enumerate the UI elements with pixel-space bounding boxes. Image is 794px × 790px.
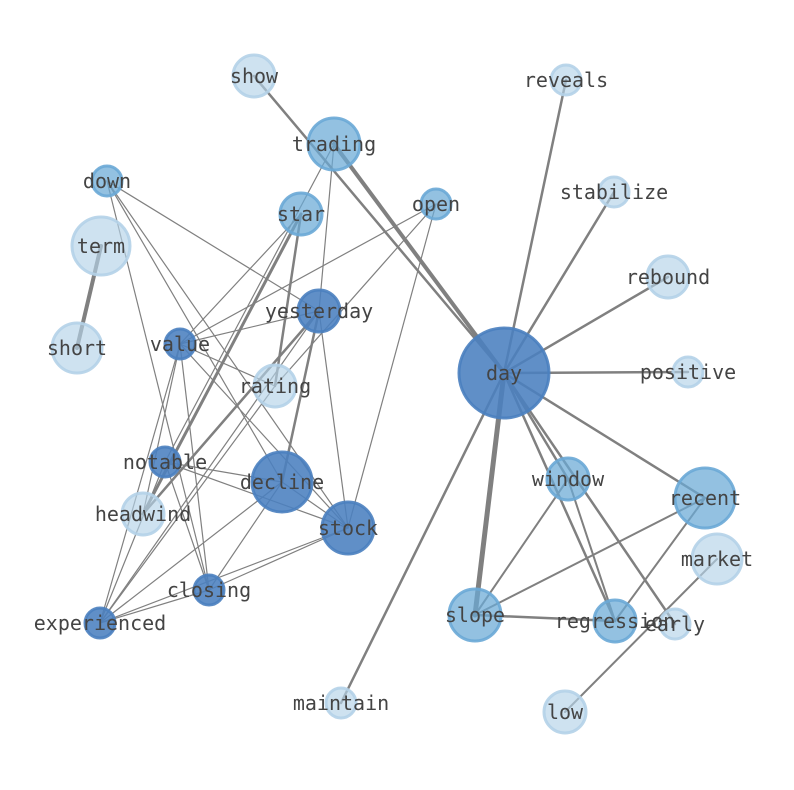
node-reveals <box>549 63 583 97</box>
node-yesterday <box>296 288 342 334</box>
edge-yesterday-stock <box>318 310 349 529</box>
node-label-positive: positive <box>640 360 736 384</box>
node-label-recent: recent <box>669 486 741 510</box>
node-down <box>90 164 124 198</box>
edge-notable-closing <box>164 461 210 591</box>
node-open <box>419 187 453 221</box>
edge-down-decline <box>106 180 283 483</box>
node-stock <box>320 500 376 556</box>
node-label-down: down <box>83 169 131 193</box>
node-label-decline: decline <box>240 470 324 494</box>
node-label-market: market <box>681 547 753 571</box>
node-label-short: short <box>47 336 107 360</box>
node-recent <box>673 466 737 530</box>
edge-stock-experienced <box>99 527 349 624</box>
edge-decline-experienced <box>99 481 283 624</box>
edge-yesterday-value <box>179 310 320 345</box>
node-slope <box>447 587 503 643</box>
node-short <box>50 321 104 375</box>
node-label-headwind: headwind <box>95 502 191 526</box>
edge-yesterday-experienced <box>99 310 320 624</box>
node-stabilize <box>597 175 631 209</box>
edge-open-rating <box>274 203 437 387</box>
node-label-stock: stock <box>318 516 378 540</box>
node-market <box>690 532 744 586</box>
edge-closing-experienced <box>99 589 210 624</box>
node-experienced <box>83 606 117 640</box>
edge-day-reveals <box>502 78 568 375</box>
node-early <box>658 607 692 641</box>
node-term <box>70 215 132 277</box>
edge-day-early <box>502 371 677 626</box>
node-low <box>542 689 588 735</box>
edge-recent-slope <box>474 497 706 616</box>
node-label-regression: regression <box>555 609 675 633</box>
node-label-value: value <box>150 332 210 356</box>
node-closing <box>192 573 226 607</box>
node-label-term: term <box>77 234 125 258</box>
node-label-slope: slope <box>445 603 505 627</box>
node-regression <box>592 598 638 644</box>
node-label-show: show <box>230 64 279 88</box>
node-label-maintain: maintain <box>293 691 389 715</box>
node-layer <box>50 53 744 735</box>
node-label-star: star <box>277 202 325 226</box>
node-label-reveals: reveals <box>524 68 608 92</box>
node-label-early: early <box>645 612 705 636</box>
edge-day-maintain <box>339 371 506 705</box>
edge-star-value <box>179 213 302 345</box>
node-rating <box>252 363 298 409</box>
edge-rating-experienced <box>99 385 276 624</box>
node-value <box>163 327 197 361</box>
edge-window-regression <box>567 478 616 622</box>
node-label-closing: closing <box>167 578 251 602</box>
edge-value-experienced <box>99 343 181 624</box>
edge-trading-yesterday <box>318 143 335 312</box>
node-label-stabilize: stabilize <box>560 180 668 204</box>
node-label-trading: trading <box>292 132 376 156</box>
edge-market-low <box>564 558 718 713</box>
node-label-rating: rating <box>239 374 311 398</box>
node-positive <box>671 355 705 389</box>
node-notable <box>148 445 182 479</box>
node-decline <box>250 450 314 514</box>
node-label-open: open <box>412 192 460 216</box>
node-label-rebound: rebound <box>626 265 710 289</box>
node-label-low: low <box>547 700 584 724</box>
edge-open-stock <box>347 203 437 529</box>
node-label-yesterday: yesterday <box>265 299 373 323</box>
node-rebound <box>645 254 691 300</box>
node-headwind <box>120 491 166 537</box>
node-window <box>545 456 591 502</box>
edge-yesterday-headwind <box>141 309 321 516</box>
edge-notable-experienced <box>99 461 166 624</box>
node-label-notable: notable <box>123 450 207 474</box>
edge-day-trading <box>332 142 506 375</box>
edge-open-value <box>179 203 437 345</box>
node-day <box>457 326 551 420</box>
node-maintain <box>324 686 358 720</box>
node-trading <box>306 116 362 172</box>
node-show <box>231 53 277 99</box>
edge-down-yesterday <box>106 180 320 312</box>
edge-day-show <box>252 74 506 375</box>
edge-value-headwind <box>142 343 181 515</box>
edge-value-stock <box>179 343 349 529</box>
node-label-day: day <box>486 361 522 385</box>
node-label-window: window <box>532 467 605 491</box>
label-layer: show reveals trading down stabilize star open t… <box>34 64 753 724</box>
node-star <box>278 191 324 237</box>
node-label-experienced: experienced <box>34 611 166 635</box>
